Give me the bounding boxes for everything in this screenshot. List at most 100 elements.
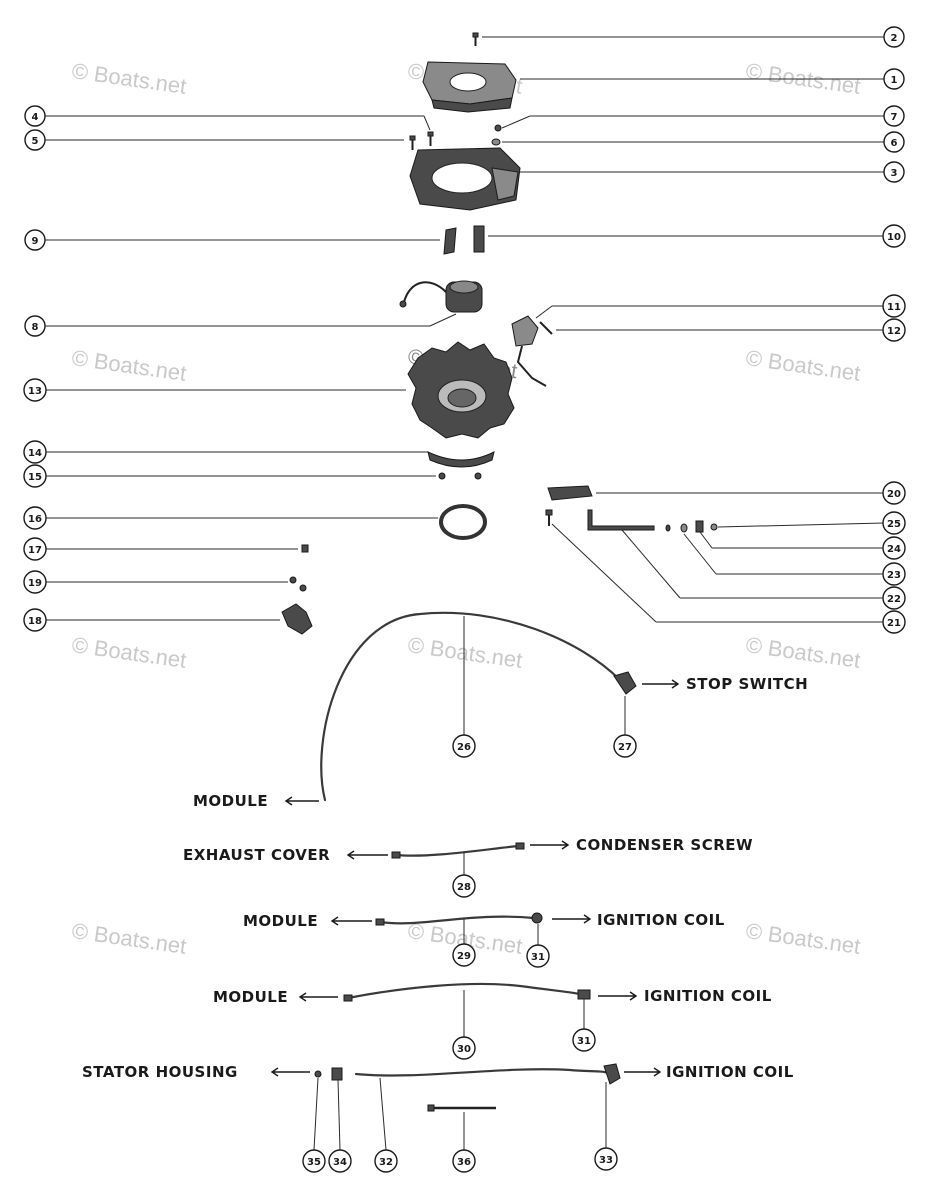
callout-19: 19 [23, 570, 47, 594]
svg-text:28: 28 [457, 882, 471, 893]
svg-text:12: 12 [887, 326, 901, 337]
svg-text:9: 9 [32, 236, 39, 247]
callout-28: 28 [452, 874, 476, 898]
callout-2: 2 [883, 26, 905, 48]
wire-lead-28 [391, 842, 525, 859]
callout-10: 10 [882, 224, 906, 248]
callout-24: 24 [882, 536, 906, 560]
svg-text:4: 4 [32, 112, 39, 123]
callout-36: 36 [452, 1149, 476, 1173]
svg-text:18: 18 [28, 616, 42, 627]
svg-text:31: 31 [577, 1036, 591, 1047]
callout-11: 11 [882, 294, 906, 318]
svg-text:25: 25 [887, 519, 901, 530]
leader-lines [45, 36, 885, 1151]
callout-22: 22 [882, 586, 906, 610]
callout-20: 20 [882, 481, 906, 505]
callout-5: 5 [24, 129, 46, 151]
svg-text:5: 5 [32, 136, 39, 147]
callout-7: 7 [883, 105, 905, 127]
svg-text:14: 14 [28, 448, 42, 459]
svg-text:17: 17 [28, 545, 42, 556]
part-washer-19 [289, 576, 307, 592]
label-condenser-screw: CONDENSER SCREW [576, 836, 754, 854]
part-bracket-18 [281, 603, 313, 635]
svg-text:24: 24 [887, 544, 901, 555]
part-sensor-11 [511, 315, 547, 387]
svg-text:34: 34 [333, 1157, 347, 1168]
part-nut-17 [301, 544, 309, 553]
callout-27: 27 [613, 734, 637, 758]
svg-text:19: 19 [28, 578, 42, 589]
svg-text:1: 1 [891, 75, 898, 86]
callout-17: 17 [23, 537, 47, 561]
svg-text:31: 31 [531, 952, 545, 963]
label-module-2: MODULE [243, 912, 319, 930]
part-tie-36 [427, 1104, 496, 1112]
part-screw-4 [427, 131, 434, 146]
callout-3: 3 [883, 161, 905, 183]
callout-6: 6 [883, 131, 905, 153]
callout-16: 16 [23, 506, 47, 530]
callout-9: 9 [24, 229, 46, 251]
callout-26: 26 [452, 734, 476, 758]
callout-18: 18 [23, 608, 47, 632]
svg-text:23: 23 [887, 570, 901, 581]
part-nut-7 [494, 124, 502, 132]
callout-12: 12 [882, 318, 906, 342]
part-retainer-14 [427, 451, 495, 468]
svg-text:2: 2 [891, 33, 898, 44]
svg-text:13: 13 [28, 386, 42, 397]
callout-31b: 31 [572, 1028, 596, 1052]
callout-31: 31 [526, 944, 550, 968]
part-screw-21 [545, 509, 553, 526]
part-washer-25 [710, 523, 718, 531]
wire-lead-32 [354, 1063, 621, 1085]
part-ring-16 [439, 504, 487, 540]
direction-arrows [270, 679, 680, 1077]
part-cover-1 [422, 61, 517, 113]
svg-text:8: 8 [32, 322, 39, 333]
callout-8: 8 [24, 315, 46, 337]
part-magnet-10 [473, 225, 485, 253]
callout-32: 32 [374, 1149, 398, 1173]
callout-34: 34 [328, 1149, 352, 1173]
callout-30: 30 [452, 1036, 476, 1060]
callout-33: 33 [594, 1147, 618, 1171]
label-module-3: MODULE [213, 988, 289, 1006]
part-washer-6 [491, 138, 501, 146]
callout-35: 35 [302, 1149, 326, 1173]
callout-15: 15 [23, 464, 47, 488]
svg-text:6: 6 [891, 138, 898, 149]
svg-text:15: 15 [28, 472, 42, 483]
label-stator-housing: STATOR HOUSING [82, 1063, 238, 1081]
wire-lead-29 [375, 912, 543, 926]
callout-25: 25 [882, 511, 906, 535]
svg-text:22: 22 [887, 594, 901, 605]
svg-text:10: 10 [887, 232, 901, 243]
part-screw-15 [438, 472, 482, 480]
callout-14: 14 [23, 440, 47, 464]
part-terminal-34 [331, 1067, 343, 1081]
part-rod-22 [587, 509, 655, 531]
callout-21: 21 [882, 610, 906, 634]
callout-13: 13 [23, 378, 47, 402]
part-nut-35 [314, 1070, 322, 1078]
svg-text:29: 29 [457, 951, 471, 962]
svg-text:35: 35 [307, 1157, 321, 1168]
callout-23: 23 [882, 562, 906, 586]
svg-text:32: 32 [379, 1157, 393, 1168]
callout-29: 29 [452, 943, 476, 967]
svg-text:21: 21 [887, 618, 901, 629]
svg-text:26: 26 [457, 742, 471, 753]
label-ignition-coil-1: IGNITION COIL [597, 911, 725, 929]
part-nut-24 [695, 520, 704, 533]
part-housing-3 [409, 147, 521, 211]
part-screw-2 [472, 32, 479, 46]
svg-text:7: 7 [891, 112, 898, 123]
part-screw-5 [409, 135, 416, 150]
svg-text:30: 30 [457, 1044, 471, 1055]
svg-text:11: 11 [887, 302, 901, 313]
part-washer-23 [665, 523, 688, 533]
